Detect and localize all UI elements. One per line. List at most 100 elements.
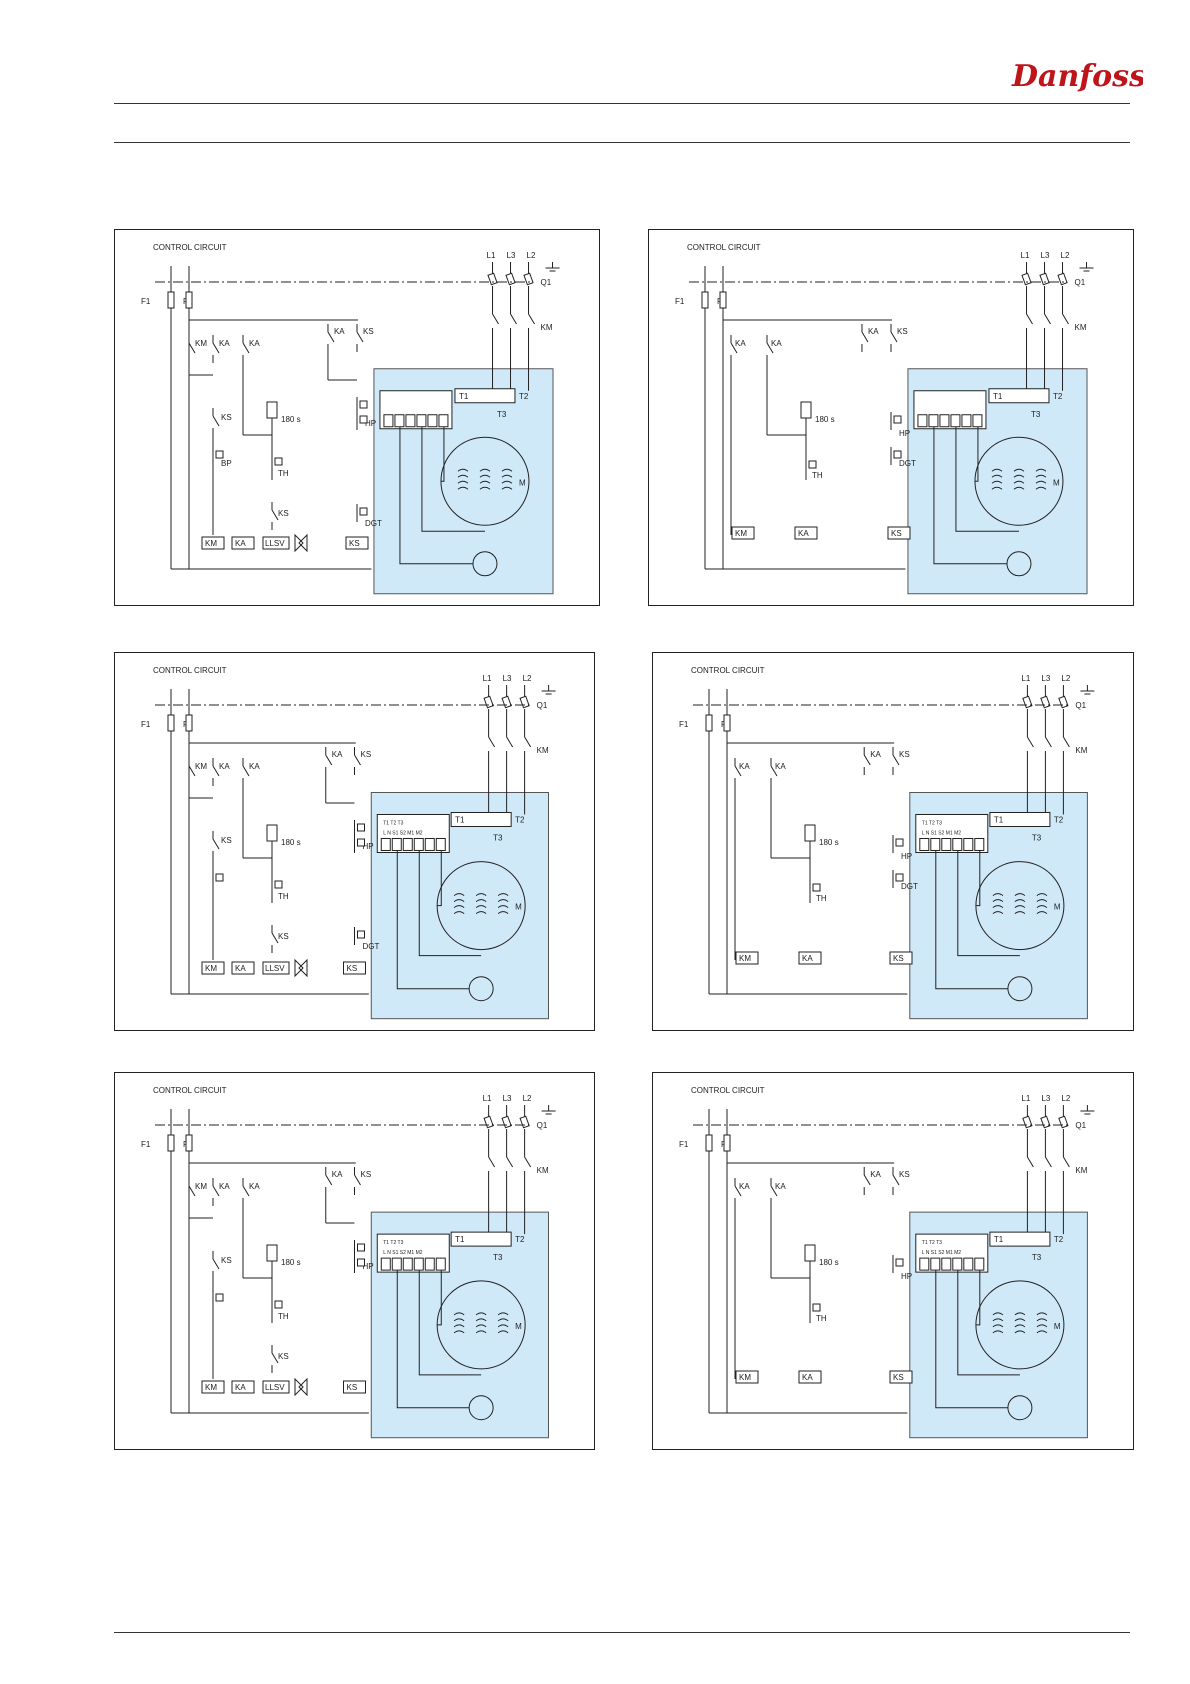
winding <box>475 1330 487 1334</box>
relay-coil <box>231 961 255 975</box>
diagram-label: HP <box>363 1262 374 1271</box>
wire <box>1062 313 1069 325</box>
winding <box>479 486 491 490</box>
diagram-label: T1 <box>455 1235 465 1244</box>
wire <box>212 1258 220 1270</box>
sensor-box <box>808 460 817 469</box>
terminal <box>391 837 402 851</box>
diagram-panel-1: CONTROL CIRCUITL1L3L2Q1KMF1F1KMKAKAKAKSK… <box>114 229 600 606</box>
diagram-label: KA <box>868 327 879 336</box>
diagram-label: TH <box>278 1312 289 1321</box>
circuit-diagram: CONTROL CIRCUITL1L3L2Q1KMF1F1KAKAKAKS180… <box>675 243 1094 595</box>
wire <box>488 1156 496 1168</box>
diagram-label: KA <box>870 1170 881 1179</box>
diagram-label: T2 <box>1054 1235 1064 1244</box>
terminal-block <box>450 1231 512 1247</box>
winding <box>1035 486 1047 490</box>
fuse-symbol <box>1022 1115 1033 1129</box>
sensor-box <box>357 1243 365 1252</box>
diagram-label: KS <box>361 1170 372 1179</box>
wire <box>1062 736 1070 748</box>
diagram-label: L2 <box>523 1094 532 1103</box>
diagram-label: KA <box>235 1383 246 1392</box>
winding <box>453 911 465 914</box>
terminal <box>919 1257 930 1271</box>
wire <box>1044 1156 1052 1168</box>
diagram-label: 180 s <box>815 415 835 424</box>
winding <box>991 474 1003 478</box>
terminal <box>438 414 449 428</box>
sensor-box <box>812 1303 821 1312</box>
diagram-label: T1 <box>994 1235 1004 1244</box>
relay-coil <box>798 1370 822 1384</box>
fuse-symbol <box>523 272 534 286</box>
diagram-label: KS <box>893 954 904 963</box>
wire <box>975 850 981 907</box>
diagram-label: L1 <box>487 251 496 260</box>
terminal <box>941 1257 952 1271</box>
wire <box>892 754 900 766</box>
wire <box>734 1185 742 1197</box>
diagram-label: KM <box>537 1166 549 1175</box>
diagram-label: L N S1 S2 M1 M2 <box>383 830 422 836</box>
diagram-label: Q1 <box>541 278 552 287</box>
diagram-label: KM <box>205 539 217 548</box>
wire <box>325 754 333 766</box>
winding <box>1013 486 1025 490</box>
sensor-box <box>357 1258 365 1267</box>
winding <box>453 1318 465 1322</box>
diagram-label: KS <box>278 509 289 518</box>
wire <box>770 765 778 777</box>
ground-symbol <box>1080 685 1095 695</box>
wire <box>935 1270 1008 1409</box>
diagram-label: KS <box>899 750 910 759</box>
wire <box>212 765 220 777</box>
winding <box>475 899 487 902</box>
wire <box>892 1174 900 1186</box>
timer-coil <box>266 824 278 842</box>
wire <box>863 754 871 766</box>
ground-symbol <box>1079 262 1094 272</box>
winding <box>1014 1330 1026 1334</box>
wire <box>354 754 361 766</box>
diagram-label: KA <box>219 1182 230 1191</box>
diagram-label: T1 <box>994 815 1004 824</box>
winding <box>992 1312 1004 1316</box>
terminal <box>391 1257 402 1271</box>
timer-coil <box>800 401 812 419</box>
sensor-box <box>359 507 368 516</box>
diagram-label: KA <box>332 750 343 759</box>
ground-symbol <box>545 262 560 272</box>
sensor-box <box>357 838 365 847</box>
fuse-symbol <box>501 1115 512 1129</box>
valve-box <box>262 961 290 975</box>
diagram-label: F1 <box>141 297 151 306</box>
wire <box>524 736 532 748</box>
wire <box>957 1270 1020 1376</box>
terminal <box>972 414 983 428</box>
relay-coil <box>345 536 369 550</box>
wire <box>974 426 979 482</box>
diagram-label: L1 <box>483 674 492 683</box>
diagram-label: KM <box>195 762 207 771</box>
diagram-label: 180 s <box>281 1258 301 1267</box>
fuse-symbol <box>1022 695 1033 709</box>
sensor-box <box>274 457 283 466</box>
terminal <box>413 837 424 851</box>
winding <box>1035 480 1047 484</box>
wire <box>242 1185 250 1197</box>
diagram-label: KA <box>775 762 786 771</box>
winding <box>1036 899 1048 902</box>
fuse-f1 <box>705 1134 713 1152</box>
diagram-label: KS <box>349 539 360 548</box>
winding <box>497 899 509 902</box>
timer-coil <box>804 1244 816 1262</box>
terminal <box>939 414 950 428</box>
valve-box <box>262 1380 290 1394</box>
fuse-symbol <box>1058 695 1069 709</box>
wire <box>188 363 213 376</box>
control-circuit-title: CONTROL CIRCUIT <box>153 666 227 675</box>
diagram-label: KM <box>195 1182 207 1191</box>
diagram-label: HP <box>363 842 374 851</box>
winding <box>1014 1312 1026 1316</box>
